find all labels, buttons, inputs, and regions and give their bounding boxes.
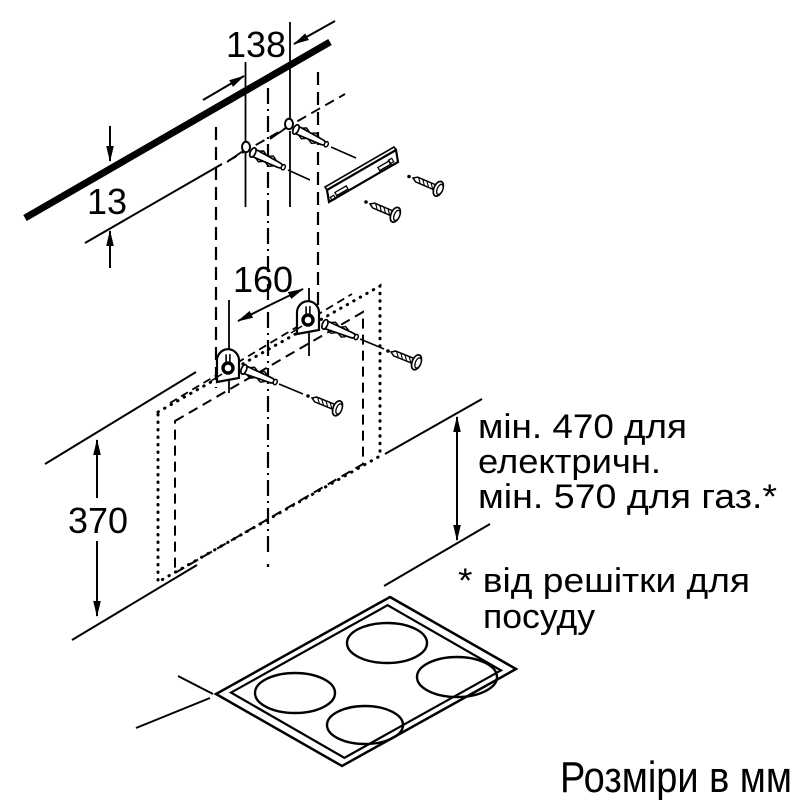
cooktop-outer-border: [213, 595, 519, 768]
ceiling-edge-line: [23, 38, 332, 222]
hole-left-depth-line: [226, 150, 244, 163]
rail-screw-upper: [409, 169, 447, 199]
mounting-rail-group: [323, 145, 447, 225]
clearance-text-line1: мін. 470 для: [478, 408, 687, 446]
leader-dot: [407, 174, 411, 179]
dimension-370: 370: [44, 371, 198, 641]
bracket-right-depth-line: [290, 325, 303, 334]
leader-dot: [386, 349, 390, 353]
dim138-label: 138: [226, 24, 286, 65]
drill-hole-left: [241, 140, 251, 154]
dim160-label: 160: [233, 259, 293, 300]
clearance-extension-upper: [384, 398, 483, 455]
footnote-line1: * від решітки для: [458, 562, 750, 600]
bracket-fixings: [210, 288, 425, 419]
dim160-arrow-right: [269, 288, 304, 306]
dimension-160: 160: [233, 259, 304, 322]
dimension-13: 13: [87, 126, 127, 268]
wall-anchor-bracket-right: [319, 316, 362, 345]
hood-outline-dashed: [174, 310, 364, 575]
hood-outline: [156, 283, 382, 585]
leader-dot: [364, 200, 368, 204]
wall-lines: [23, 38, 346, 244]
rail-screw-lower: [366, 195, 404, 225]
bracket-screw-right: [387, 343, 425, 373]
dim13-label: 13: [87, 181, 127, 222]
drill-hole-right: [284, 117, 294, 131]
clearance-text-line2: електричн.: [478, 443, 661, 481]
dim370-label: 370: [68, 500, 128, 541]
footnote-line2: посуду: [483, 598, 595, 636]
bracket-holes-dashed-line: [169, 293, 353, 404]
cooktop-inner-border: [228, 603, 504, 760]
wall-anchor-bracket-left: [238, 361, 281, 390]
anchor-leader-upper-left: [287, 169, 311, 181]
counter-edge-receding: [177, 675, 214, 695]
wall-anchor-upper-right: [290, 122, 332, 152]
mounting-rail: [323, 145, 400, 204]
burner-top: [345, 621, 429, 665]
counter-edge-front: [135, 697, 211, 729]
clearance-dimension: мін. 470 для електричн. мін. 570 для газ…: [383, 398, 777, 587]
hole-right-depth-line: [269, 127, 287, 140]
dim138-arrow-left: [202, 75, 245, 101]
cooktop: [135, 595, 519, 768]
anchor-leader-upper-right: [330, 146, 357, 159]
bracket-screw-left: [308, 389, 346, 419]
dimension-138: 138: [202, 20, 336, 101]
keyhole-bracket-left: [215, 347, 241, 384]
leader-dot: [306, 394, 310, 398]
units-note: Розміри в мм: [560, 753, 792, 800]
dim160-arrow-left: [237, 304, 271, 322]
burner-bottom: [325, 704, 405, 746]
burner-left: [253, 671, 337, 715]
keyhole-bracket-right: [295, 299, 321, 336]
hood-bottom-extension-line: [71, 564, 198, 641]
clearance-text-line3: мін. 570 для газ.*: [478, 478, 777, 516]
hood-top-extension-line: [44, 371, 197, 465]
burner-right: [415, 655, 499, 699]
anchor-leader-bracket-left: [278, 383, 304, 395]
footnote: * від решітки для посуду: [458, 562, 750, 636]
dim138-arrow-right: [293, 20, 336, 45]
clearance-extension-lower: [383, 523, 491, 587]
upper-fixings: [226, 22, 357, 207]
anchor-leader-bracket-right: [359, 338, 385, 350]
bracket-left-depth-line: [210, 373, 223, 382]
rail-reference-line: [84, 163, 223, 244]
